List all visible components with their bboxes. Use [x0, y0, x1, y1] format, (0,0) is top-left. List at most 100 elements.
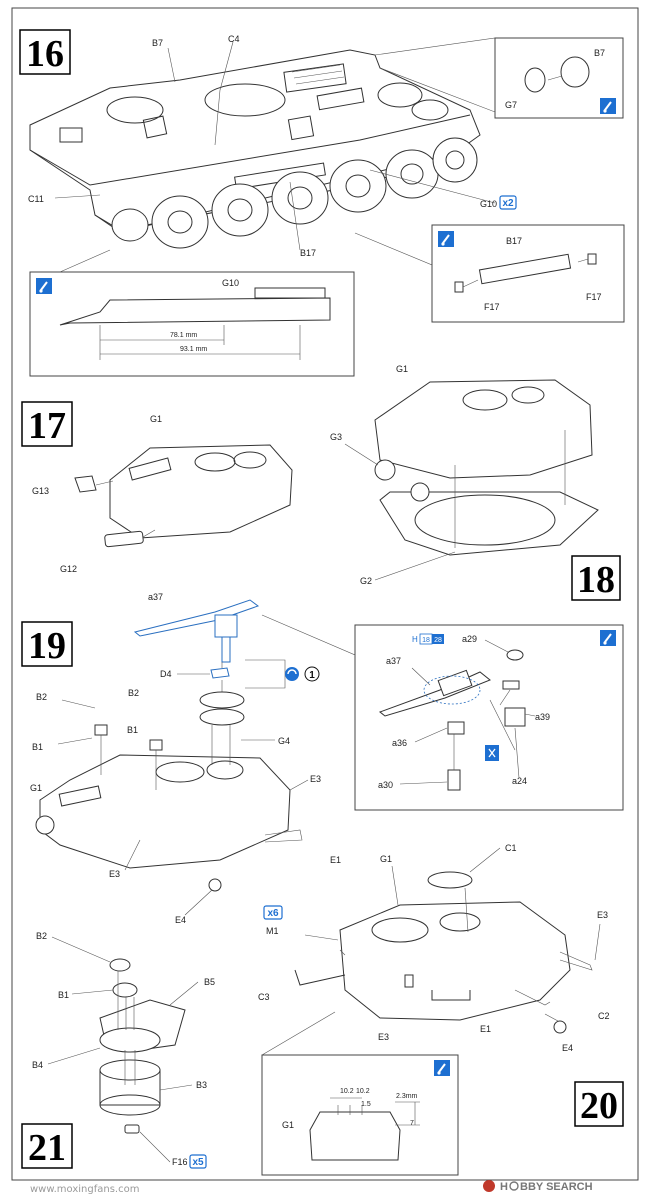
dim-93-value: 93.1 [180, 346, 194, 353]
turret-drawing-18 [374, 379, 599, 556]
step-20: C1 G1 E3 x6 M1 C3 E3 E1 C2 E4 10.2 10.2 … [258, 843, 624, 1176]
watermark-brand-h: H [500, 1181, 508, 1193]
label-f17-right: F17 [586, 292, 602, 302]
step-18: G1 G3 G2 18 [330, 364, 621, 601]
paint-code-28: 28 [434, 637, 442, 644]
label-c4: C4 [228, 34, 240, 44]
step-number-18: 18 [577, 559, 615, 601]
detail-box-g10-placement [29, 271, 355, 377]
glue-icon [36, 278, 52, 294]
label-b4: B4 [32, 1060, 43, 1070]
qty-g10: x2 [502, 198, 514, 209]
label-a37-detail: a37 [386, 656, 401, 666]
step-number-19: 19 [28, 625, 66, 667]
watermark-site: www.moxingfans.com [30, 1184, 139, 1195]
page-border [11, 7, 639, 1181]
label-b2-21: B2 [36, 931, 47, 941]
label-g10-detail: G10 [222, 278, 239, 288]
label-b3: B3 [196, 1080, 207, 1090]
label-b7: B7 [152, 38, 163, 48]
label-b2-b: B2 [128, 688, 139, 698]
label-b17: B17 [300, 248, 316, 258]
step-number-17: 17 [28, 405, 66, 447]
label-f16: F16 [172, 1157, 188, 1167]
label-c3: C3 [258, 992, 270, 1002]
label-g2: G2 [360, 576, 372, 586]
paint-code-18: 18 [422, 637, 430, 644]
glue-icon [600, 630, 616, 646]
qty-m1: x6 [267, 908, 279, 919]
road-wheels [111, 137, 478, 249]
label-b17-detail: B17 [506, 236, 522, 246]
detail-box-b17 [431, 224, 625, 323]
paint-code-h: H [412, 635, 418, 644]
step-16: 16 [19, 29, 625, 377]
tank-hull-drawing [29, 41, 496, 251]
label-a37: a37 [148, 592, 163, 602]
label-g1: G1 [150, 414, 162, 424]
label-c11: C11 [28, 194, 44, 204]
label-g1-detail-20: G1 [282, 1120, 294, 1130]
turret-drawing-19 [35, 691, 303, 892]
label-g7: G7 [505, 100, 517, 110]
label-e4-20: E4 [562, 1043, 573, 1053]
label-a30: a30 [378, 780, 393, 790]
dim-78-value: 78.1 [170, 332, 184, 339]
label-c2: C2 [598, 1011, 610, 1021]
circled-one: 1 [309, 670, 315, 681]
hobby-search-logo: H BBY SEARCH [483, 1180, 593, 1193]
cupola-drawing-21 [99, 958, 186, 1134]
detail-box-machine-gun [354, 624, 624, 811]
label-e4: E4 [175, 915, 186, 925]
label-b1-21: B1 [58, 990, 69, 1000]
qty-f16: x5 [192, 1157, 204, 1168]
dim-93-unit: mm [196, 346, 208, 353]
step-17: 17 G1 G13 G12 [21, 401, 293, 574]
footer-watermarks: www.moxingfans.com H BBY SEARCH [30, 1180, 593, 1195]
label-g4: G4 [278, 736, 290, 746]
label-a24: a24 [512, 776, 527, 786]
qty-badge-m1 [263, 905, 283, 920]
option-icon: 1 [285, 666, 320, 682]
dim-1-5: 1.5 [361, 1101, 371, 1108]
dim-78: 78.1 mm [170, 332, 197, 339]
label-f17-left: F17 [484, 302, 500, 312]
dim-2-3mm: 2.3mm [396, 1093, 418, 1100]
step-21: B2 B5 B1 B4 B3 F16 x5 21 [21, 931, 215, 1169]
label-b7-detail: B7 [594, 48, 605, 58]
label-g12: G12 [60, 564, 77, 574]
glue-icon [434, 1060, 450, 1076]
step-19: 19 a37 D4 1 [21, 592, 624, 925]
dim-10-2-a: 10.2 [340, 1088, 354, 1095]
watermark-brand-rest: BBY SEARCH [520, 1181, 593, 1193]
label-g3: G3 [330, 432, 342, 442]
label-g1-20: G1 [380, 854, 392, 864]
paint-code: H 18 28 [412, 633, 444, 645]
step-number-21: 21 [28, 1127, 66, 1169]
label-a36: a36 [392, 738, 407, 748]
label-e3-b: E3 [109, 869, 120, 879]
machine-gun-a37 [133, 599, 260, 679]
label-g10: G10 [480, 199, 497, 209]
label-g1-18: G1 [396, 364, 408, 374]
label-g1-19: G1 [30, 783, 42, 793]
label-a29: a29 [462, 634, 477, 644]
dim-78-unit: mm [186, 332, 198, 339]
label-b2-a: B2 [36, 692, 47, 702]
label-b1-b: B1 [127, 725, 138, 735]
label-e3-a: E3 [310, 774, 321, 784]
label-m1: M1 [266, 926, 279, 936]
label-d4: D4 [160, 669, 172, 679]
step-number-16: 16 [26, 33, 64, 75]
label-c1: C1 [505, 843, 517, 853]
qty-badge-g10 [499, 195, 517, 210]
dim-93: 93.1 mm [180, 346, 207, 353]
glue-icon [600, 98, 616, 114]
label-e1: E1 [330, 855, 341, 865]
label-b1-a: B1 [32, 742, 43, 752]
detail-machine-gun [378, 649, 526, 791]
glue-icon [438, 231, 454, 247]
label-a39: a39 [535, 712, 550, 722]
turret-drawing-20 [294, 871, 593, 1034]
